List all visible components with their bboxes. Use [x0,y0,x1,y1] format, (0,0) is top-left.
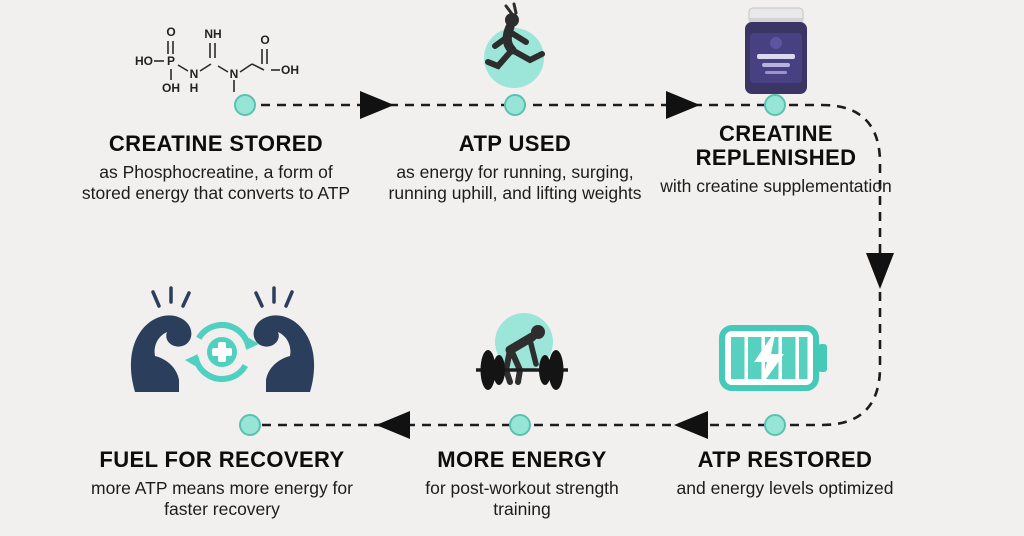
step-atp-used: ATP USED as energy for running, surging,… [385,132,645,204]
atom-label: N [230,67,239,81]
atom-label: NH [204,27,221,41]
node-creatine-replenished [764,94,786,116]
step-title: MORE ENERGY [437,447,607,472]
step-description: with creatine supplementation [660,175,892,196]
atom-label: O [166,25,175,39]
step-title: ATP USED [458,131,572,156]
molecule-icon: HO O P OH N H NH N O OH [128,12,313,104]
atom-label: P [167,54,175,68]
recovery-arms-icon [125,280,320,404]
atom-label: O [260,33,269,47]
step-description: as Phosphocreatine, a form of stored ene… [81,161,351,204]
step-creatine-stored: CREATINE STORED as Phosphocreatine, a fo… [78,132,354,204]
step-title: ATP RESTORED [697,447,873,472]
battery-icon [718,320,830,396]
arrow-right-2-icon [666,91,700,119]
step-title: CREATINE REPLENISHED [695,121,857,170]
node-atp-used [504,94,526,116]
node-more-energy [509,414,531,436]
atom-label: OH [281,63,299,77]
node-fuel-for-recovery [239,414,261,436]
weightlifter-icon [462,300,582,404]
arrow-down-icon [866,253,894,289]
step-description: and energy levels optimized [676,477,894,498]
atom-label: N [190,67,199,81]
step-title: FUEL FOR RECOVERY [99,447,345,472]
node-creatine-stored [234,94,256,116]
atom-label: HO [135,54,153,68]
runner-icon [462,2,566,94]
step-more-energy: MORE ENERGY for post-workout strength tr… [398,448,646,520]
step-atp-restored: ATP RESTORED and energy levels optimized [662,448,908,499]
step-title: CREATINE STORED [108,131,324,156]
atom-label: OH [162,81,180,95]
atom-label: H [190,81,199,95]
step-description: as energy for running, surging, running … [388,161,642,204]
step-description: more ATP means more energy for faster re… [91,477,353,520]
step-description: for post-workout strength training [425,477,619,520]
step-fuel-for-recovery: FUEL FOR RECOVERY more ATP means more en… [82,448,362,520]
arrow-left-1-icon [674,411,708,439]
supplement-jar-icon [737,6,815,98]
arrow-left-2-icon [376,411,410,439]
node-atp-restored [764,414,786,436]
step-creatine-replenished: CREATINE REPLENISHED with creatine suppl… [657,122,895,197]
arrow-right-1-icon [360,91,394,119]
